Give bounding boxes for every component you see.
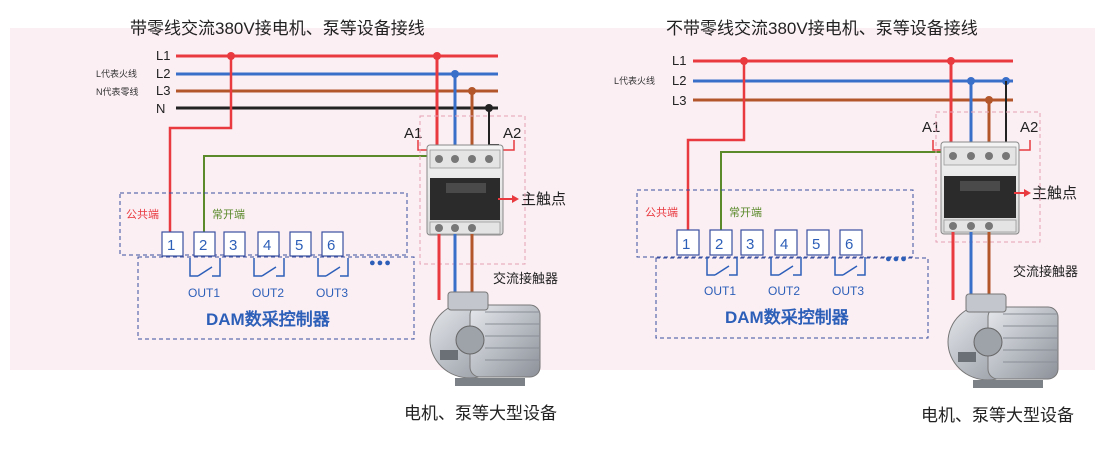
terminal-5: 5: [289, 231, 312, 257]
a2-label: A2: [503, 125, 521, 142]
relay-switch-out2: [770, 257, 802, 276]
relay-switch-out3: [317, 258, 349, 277]
output-label-out2: OUT2: [768, 284, 800, 298]
svg-text:3: 3: [229, 237, 237, 254]
relay-switch-out3: [834, 257, 866, 276]
arrow-head-icon: [512, 195, 519, 203]
common-terminal-label: 公共端: [645, 206, 678, 219]
wire-common: [168, 56, 233, 232]
background-panel: [10, 28, 1095, 370]
controller-outer-dashed-box: [655, 257, 929, 339]
wire-control: [203, 155, 430, 232]
relay-switch-out1: [706, 257, 738, 276]
terminal-2: 2: [193, 231, 216, 257]
a2-lead: [502, 140, 515, 151]
main-contact-label: 主触点: [1032, 185, 1077, 202]
svg-text:5: 5: [295, 237, 303, 254]
a2-lead: [1016, 140, 1031, 151]
terminal-5: 5: [806, 229, 830, 256]
controller-outer-dashed-box: [137, 256, 415, 340]
output-label-out3: OUT3: [832, 284, 864, 298]
relay-switch-out1: [189, 258, 221, 277]
wire-control: [720, 151, 944, 232]
arrow-head-icon: [1024, 189, 1031, 197]
main-contact-label: 主触点: [521, 191, 566, 208]
output-label-out1: OUT1: [704, 284, 736, 298]
terminal-3: 3: [223, 231, 246, 257]
no-terminal-label: 常开端: [212, 208, 245, 221]
line-label-l3: L3: [672, 93, 686, 108]
note-l-live: L代表火线: [614, 75, 655, 86]
diagram-with-neutral: 带零线交流380V接电机、泵等设备接线 L1 L2 L3 N L代表火线 N代表…: [96, 19, 566, 423]
svg-text:4: 4: [263, 237, 271, 254]
ac-contactor: [940, 141, 1020, 235]
more-terminals-ellipsis: ●●●: [369, 257, 392, 269]
line-label-n: N: [156, 101, 165, 116]
line-label-l2: L2: [156, 66, 170, 81]
contactor-dashed-box: [419, 115, 526, 265]
a1-label: A1: [404, 125, 422, 142]
a1-lead: [932, 140, 944, 151]
ac-contactor: [426, 144, 504, 236]
output-label-out1: OUT1: [188, 286, 220, 300]
terminal-6: 6: [839, 229, 863, 256]
svg-text:5: 5: [812, 236, 820, 253]
more-terminals-ellipsis: ●●●: [885, 253, 908, 265]
terminal-1: 1: [161, 231, 184, 257]
terminal-4: 4: [774, 229, 798, 256]
controller-dashed-box: [636, 189, 914, 258]
svg-text:6: 6: [327, 237, 335, 254]
terminal-2: 2: [709, 229, 733, 256]
contactor-label: 交流接触器: [493, 271, 558, 286]
controller-label: DAM数采控制器: [206, 309, 331, 329]
terminal-6: 6: [321, 231, 344, 257]
svg-text:1: 1: [682, 236, 690, 253]
line-label-l1: L1: [672, 53, 686, 68]
svg-text:4: 4: [780, 236, 788, 253]
svg-text:2: 2: [199, 237, 207, 254]
a1-label: A1: [922, 119, 940, 136]
terminal-1: 1: [676, 229, 700, 256]
line-label-l1: L1: [156, 48, 170, 63]
a2-label: A2: [1020, 119, 1038, 136]
relay-switch-out2: [253, 258, 285, 277]
a1-lead: [417, 140, 430, 151]
svg-text:6: 6: [845, 236, 853, 253]
contactor-label: 交流接触器: [1013, 264, 1078, 279]
svg-text:1: 1: [167, 237, 175, 254]
diagram-without-neutral: 不带零线交流380V接电机、泵等设备接线 L1 L2 L3 L代表火线 A1 A…: [614, 19, 1078, 425]
wire-common: [686, 61, 746, 232]
line-label-l3: L3: [156, 83, 170, 98]
motor-label: 电机、泵等大型设备: [404, 404, 557, 423]
motor-image: [947, 293, 1059, 388]
no-terminal-label: 常开端: [729, 206, 762, 219]
diagram-title: 不带零线交流380V接电机、泵等设备接线: [666, 19, 978, 38]
line-label-l2: L2: [672, 73, 686, 88]
terminal-4: 4: [257, 231, 280, 257]
output-label-out3: OUT3: [316, 286, 348, 300]
note-l-live: L代表火线: [96, 68, 137, 79]
motor-image: [429, 291, 541, 386]
diagram-title: 带零线交流380V接电机、泵等设备接线: [130, 19, 425, 38]
contactor-dashed-box: [935, 111, 1041, 243]
svg-text:2: 2: [715, 236, 723, 253]
svg-text:3: 3: [746, 236, 754, 253]
controller-label: DAM数采控制器: [725, 307, 850, 327]
note-n-neutral: N代表零线: [96, 86, 139, 97]
motor-label: 电机、泵等大型设备: [921, 406, 1074, 425]
common-terminal-label: 公共端: [126, 208, 159, 221]
output-label-out2: OUT2: [252, 286, 284, 300]
terminal-3: 3: [740, 229, 764, 256]
